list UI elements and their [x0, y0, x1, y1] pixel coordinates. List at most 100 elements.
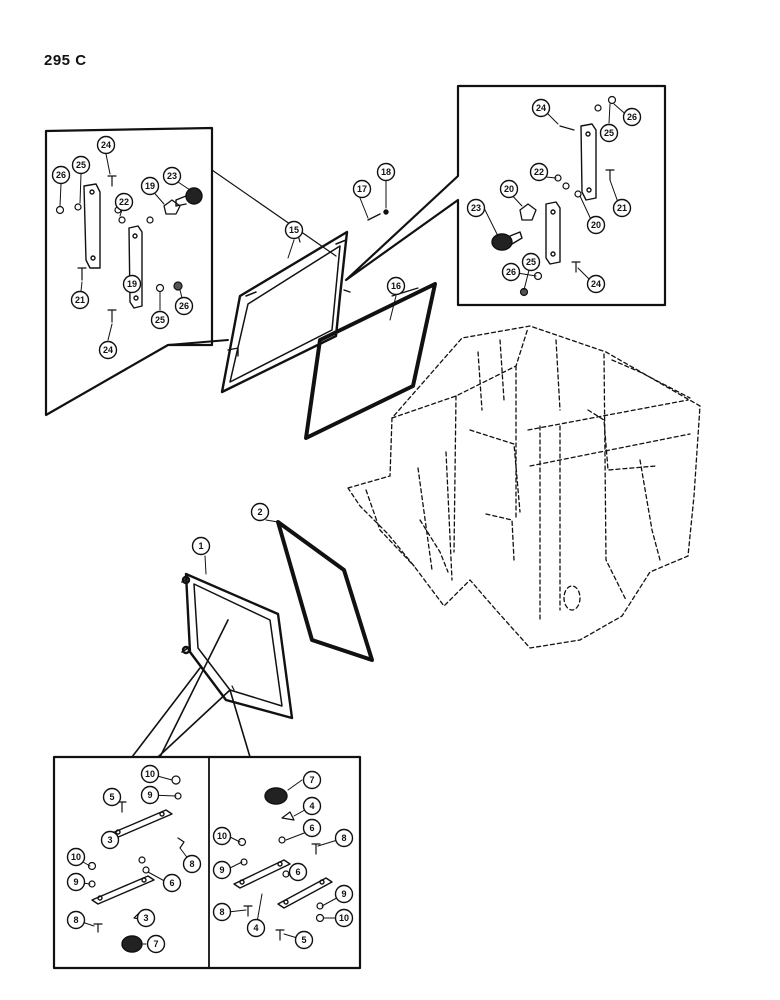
callout-circle [531, 98, 551, 118]
window-frame-1 [181, 572, 294, 720]
callout-number: 25 [155, 315, 165, 325]
latch-bar-4b [277, 877, 333, 909]
callout-23: 23 [466, 198, 486, 218]
bracket-19 [163, 199, 181, 215]
callout-circle [501, 262, 521, 282]
callout-circle [212, 902, 232, 922]
callout-number: 23 [167, 171, 177, 181]
callout-circle [599, 123, 619, 143]
callout-circle [376, 162, 396, 182]
callout-circle [246, 918, 266, 938]
callout-number: 15 [289, 225, 299, 235]
callout-20: 20 [499, 179, 519, 199]
callout-circle [191, 536, 211, 556]
callout-18: 18 [376, 162, 396, 182]
callout-1: 1 [191, 536, 211, 556]
callout-8: 8 [182, 854, 202, 874]
callout-number: 26 [506, 267, 516, 277]
callout-circle [66, 847, 86, 867]
callout-circle [174, 296, 194, 316]
callout-number: 24 [103, 345, 113, 355]
callout-number: 26 [179, 301, 189, 311]
callout-circle [586, 274, 606, 294]
callout-circle [136, 908, 156, 928]
callout-number: 8 [341, 833, 346, 843]
callout-number: 5 [301, 935, 306, 945]
callout-number: 21 [75, 295, 85, 305]
callout-circle [302, 796, 322, 816]
knob-7-right [264, 787, 288, 805]
callout-number: 10 [217, 831, 227, 841]
callout-26: 26 [51, 165, 71, 185]
detail-boxes-bottom [52, 619, 362, 970]
small-hardware-bottom-left [87, 775, 185, 933]
callout-number: 23 [471, 203, 481, 213]
callout-circle [162, 873, 182, 893]
callout-25: 25 [521, 252, 541, 272]
callout-number: 25 [604, 128, 614, 138]
callout-circle [212, 826, 232, 846]
callout-9: 9 [66, 872, 86, 892]
callout-4: 4 [246, 918, 266, 938]
callout-number: 22 [119, 197, 129, 207]
callout-number: 26 [627, 112, 637, 122]
callout-7: 7 [146, 934, 166, 954]
callout-circle [284, 220, 304, 240]
callout-24: 24 [586, 274, 606, 294]
callout-circle [499, 179, 519, 199]
callout-circle [334, 908, 354, 928]
callout-10: 10 [212, 826, 232, 846]
callout-3: 3 [100, 830, 120, 850]
callout-circle [294, 930, 314, 950]
callout-8: 8 [66, 910, 86, 930]
callout-26: 26 [501, 262, 521, 282]
callout-circle [386, 276, 406, 296]
callout-circle [150, 310, 170, 330]
callout-circle [612, 198, 632, 218]
detail-box-top-left [44, 126, 337, 417]
callout-25: 25 [150, 310, 170, 330]
callout-circle [250, 502, 270, 522]
callout-number: 10 [339, 913, 349, 923]
callout-number: 7 [309, 775, 314, 785]
callout-16: 16 [386, 276, 406, 296]
callout-circle [140, 176, 160, 196]
callout-6: 6 [302, 818, 322, 838]
callout-circle [146, 934, 166, 954]
callout-circle [622, 107, 642, 127]
callout-circle [352, 179, 372, 199]
callout-circle [288, 862, 308, 882]
callout-19: 19 [122, 274, 142, 294]
page-number: 295 C [44, 52, 87, 69]
callout-circle [162, 166, 182, 186]
callout-number: 19 [127, 279, 137, 289]
callout-circle [586, 215, 606, 235]
callout-circle [98, 340, 118, 360]
callout-4: 4 [302, 796, 322, 816]
knob-7 [121, 935, 143, 953]
callout-25: 25 [599, 123, 619, 143]
callout-number: 20 [504, 184, 514, 194]
callout-number: 24 [101, 140, 111, 150]
callout-7: 7 [302, 770, 322, 790]
cab-frame-outline [347, 325, 701, 649]
callout-number: 19 [145, 181, 155, 191]
callout-number: 26 [56, 170, 66, 180]
knob-23 [491, 231, 523, 251]
callout-17: 17 [352, 179, 372, 199]
glass-2 [276, 520, 374, 662]
callout-labels: 1215161718242625231922211925262424252622… [51, 98, 642, 954]
callout-number: 10 [71, 852, 81, 862]
callout-circle [114, 192, 134, 212]
callout-5: 5 [294, 930, 314, 950]
callout-number: 20 [591, 220, 601, 230]
callout-8: 8 [212, 902, 232, 922]
callout-23: 23 [162, 166, 182, 186]
callout-number: 2 [257, 507, 262, 517]
callout-number: 6 [169, 878, 174, 888]
latch-bar-3 [109, 809, 173, 839]
glass-16 [304, 282, 437, 440]
callout-circle [51, 165, 71, 185]
callout-circle [66, 910, 86, 930]
